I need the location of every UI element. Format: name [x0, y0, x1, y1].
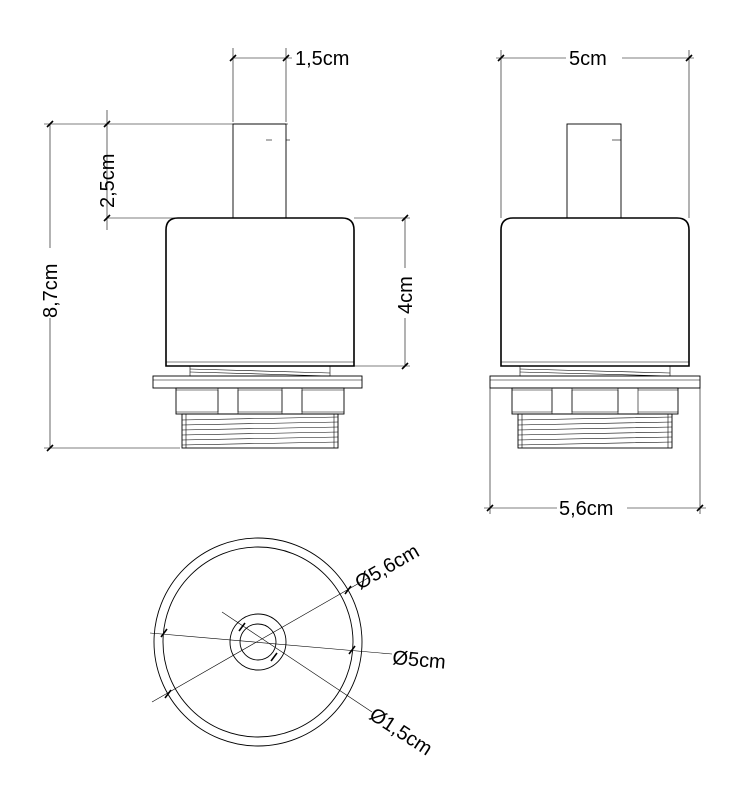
- dim-label-total-height: 8,7cm: [40, 264, 62, 318]
- top-outer-circle: [153, 537, 363, 747]
- dim-total-height: 8,7cm: [40, 120, 180, 452]
- front-body: [165, 217, 355, 367]
- side-bottom-thread: [517, 413, 673, 449]
- side-upper-thread: [519, 365, 671, 377]
- side-shaft: [566, 123, 622, 219]
- dim-label-body-height: 4cm: [395, 276, 417, 314]
- front-view: [152, 123, 363, 449]
- dim-body-height: 4cm: [354, 214, 417, 370]
- dim-label-body-width: 5cm: [569, 48, 607, 70]
- side-flange: [489, 375, 701, 389]
- dim-label-shaft-height: 2,5cm: [97, 154, 119, 208]
- front-bottom-thread: [181, 413, 339, 449]
- side-body: [500, 217, 690, 367]
- dim-label-middle-diameter: Ø5cm: [392, 647, 447, 674]
- top-shaft-inner-circle: [239, 623, 277, 661]
- front-flange: [152, 375, 363, 389]
- dim-label-inner-diameter: Ø1,5cm: [365, 704, 436, 761]
- dim-label-shaft-width: 1,5cm: [295, 48, 349, 70]
- side-hex-nut: [511, 387, 679, 415]
- top-shaft-outer-circle: [229, 613, 287, 671]
- dim-shaft-height: 2,5cm: [97, 110, 288, 230]
- front-upper-thread: [189, 365, 331, 377]
- dim-label-flange-width: 5,6cm: [559, 498, 613, 520]
- top-middle-circle: [162, 546, 354, 738]
- front-shaft: [232, 123, 287, 219]
- top-view: [153, 537, 363, 747]
- dim-flange-width: 5,6cm: [484, 388, 706, 520]
- dim-label-outer-diameter: Ø5,6cm: [352, 540, 424, 594]
- dim-shaft-width: 1,5cm: [229, 48, 349, 122]
- front-hex-nut: [175, 387, 345, 415]
- dim-body-width: 5cm: [496, 46, 694, 218]
- dim-diameters: Ø5,6cm Ø5cm Ø1,5cm: [149, 540, 447, 761]
- side-view: [489, 123, 701, 449]
